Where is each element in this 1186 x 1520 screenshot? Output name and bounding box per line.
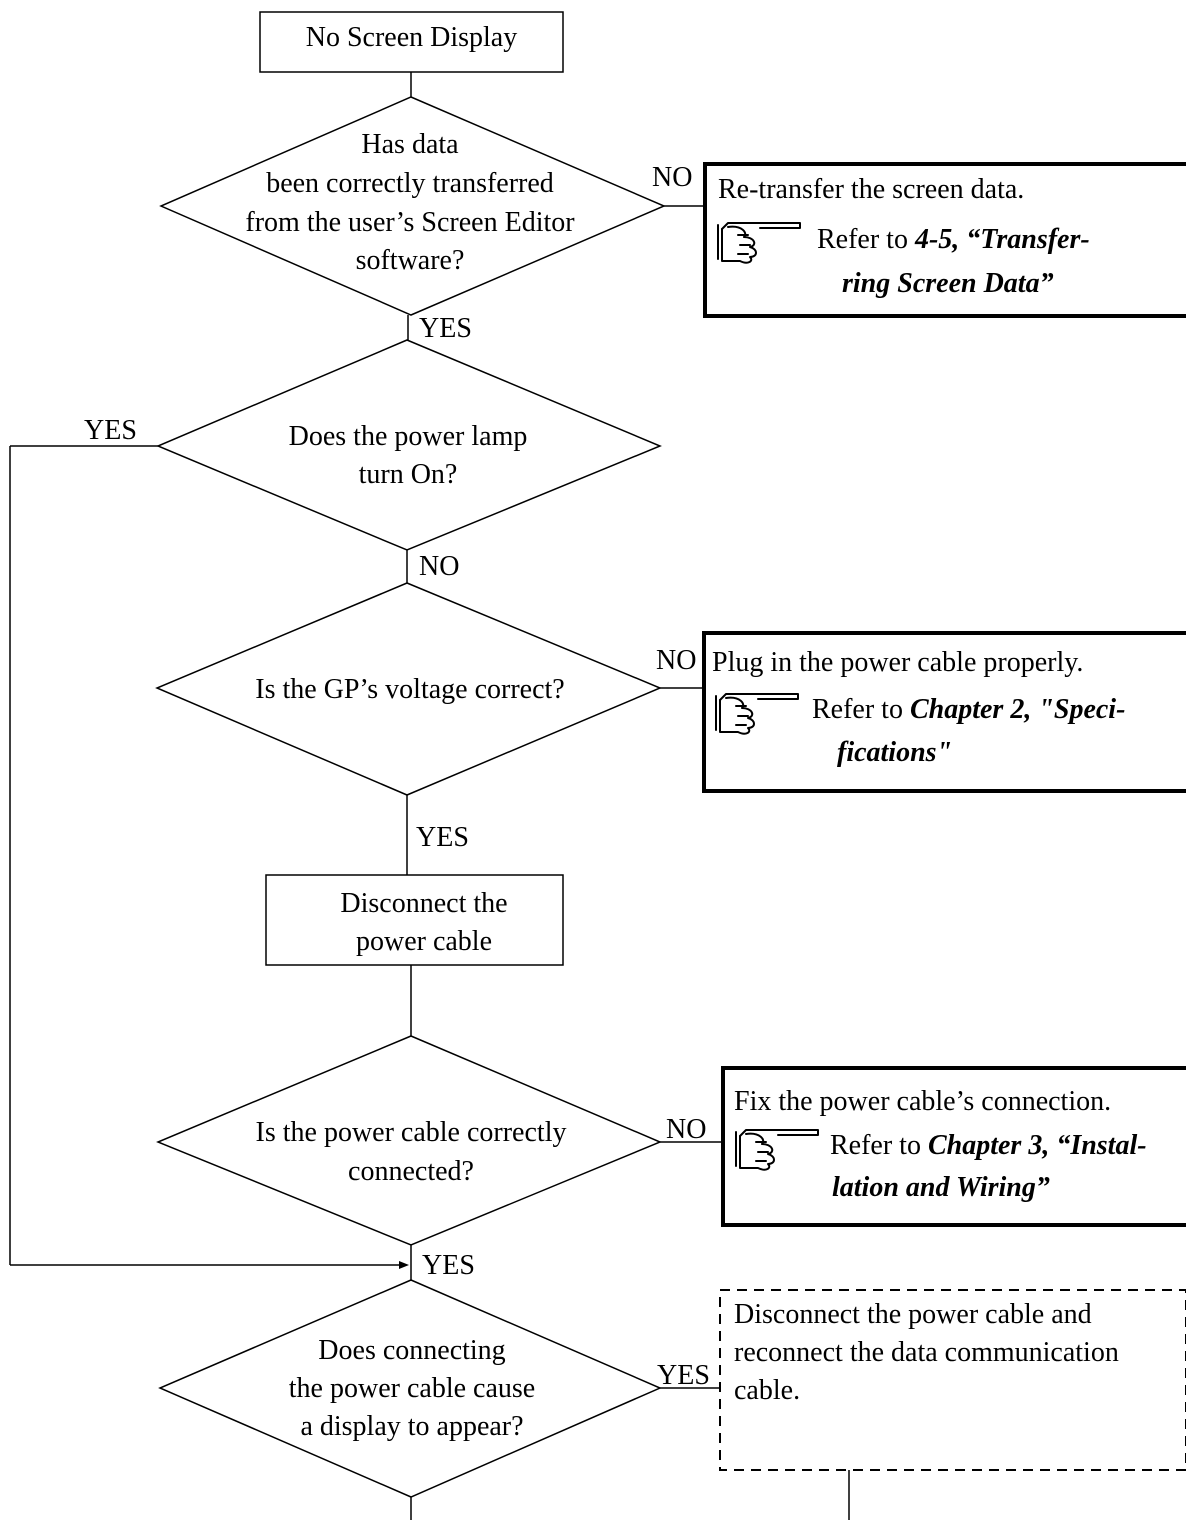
action-4-reference-line-1: Refer to Chapter 3, “Instal- bbox=[830, 1130, 1147, 1161]
action-box-plug-in bbox=[702, 631, 1186, 793]
action-3-reference-line-1: Refer to Chapter 2, "Speci- bbox=[812, 694, 1126, 725]
decision-5-line-3: a display to appear? bbox=[300, 1411, 524, 1442]
process-box bbox=[265, 874, 564, 966]
action-1-main: Re-transfer the screen data. bbox=[718, 174, 1025, 205]
decision-1-line-2: been correctly transferred bbox=[266, 168, 554, 199]
action-1-reference-line-2: ring Screen Data” bbox=[842, 268, 1054, 299]
action-3-reference-line-2: fications" bbox=[837, 737, 953, 768]
start-label: No Screen Display bbox=[305, 22, 518, 53]
pointing-hand-icon bbox=[735, 1129, 819, 1171]
decision-1-line-1: Has data bbox=[361, 129, 459, 160]
decision-1-no-label: NO bbox=[652, 162, 693, 193]
action-4-reference-line-2: lation and Wiring” bbox=[832, 1172, 1050, 1203]
decision-4-line-2: connected? bbox=[348, 1156, 474, 1187]
decision-1-line-3: from the user’s Screen Editor bbox=[245, 207, 575, 238]
decision-3-no-label: NO bbox=[656, 645, 697, 676]
action-3-main: Plug in the power cable properly. bbox=[712, 647, 1084, 678]
process-line-1: Disconnect the bbox=[340, 888, 508, 919]
decision-2-yes-label: YES bbox=[84, 415, 137, 446]
action-box-fix-cable bbox=[721, 1066, 1186, 1227]
decision-5-line-1: Does connecting bbox=[318, 1335, 506, 1366]
decision-4-no-label: NO bbox=[666, 1114, 707, 1145]
decision-4-line-1: Is the power cable correctly bbox=[255, 1117, 567, 1148]
pointing-hand-icon bbox=[715, 693, 799, 735]
action-5-line-3: cable. bbox=[734, 1375, 801, 1406]
action-1-reference-line-1: Refer to 4-5, “Transfer- bbox=[817, 224, 1090, 255]
process-line-2: power cable bbox=[355, 926, 493, 957]
action-box-retransfer bbox=[703, 162, 1186, 318]
decision-2-line-1: Does the power lamp bbox=[288, 421, 528, 452]
action-5-line-1: Disconnect the power cable and bbox=[734, 1299, 1092, 1330]
action-4-main: Fix the power cable’s connection. bbox=[734, 1086, 1112, 1117]
decision-1-line-4: software? bbox=[355, 245, 465, 276]
decision-2-line-2: turn On? bbox=[358, 459, 458, 490]
action-5-line-2: reconnect the data communication bbox=[734, 1337, 1119, 1368]
decision-3-yes-label: YES bbox=[416, 822, 469, 853]
decision-diamond-1 bbox=[159, 96, 666, 316]
decision-3-text: Is the GP’s voltage correct? bbox=[255, 674, 565, 705]
decision-4-yes-label: YES bbox=[422, 1250, 475, 1281]
decision-5-line-2: the power cable cause bbox=[288, 1373, 536, 1404]
decision-5-yes-label: YES bbox=[657, 1360, 710, 1391]
decision-2-no-label: NO bbox=[419, 551, 460, 582]
pointing-hand-icon bbox=[717, 222, 801, 264]
merge-arrowhead bbox=[399, 1261, 409, 1269]
decision-1-yes-label: YES bbox=[419, 313, 472, 344]
